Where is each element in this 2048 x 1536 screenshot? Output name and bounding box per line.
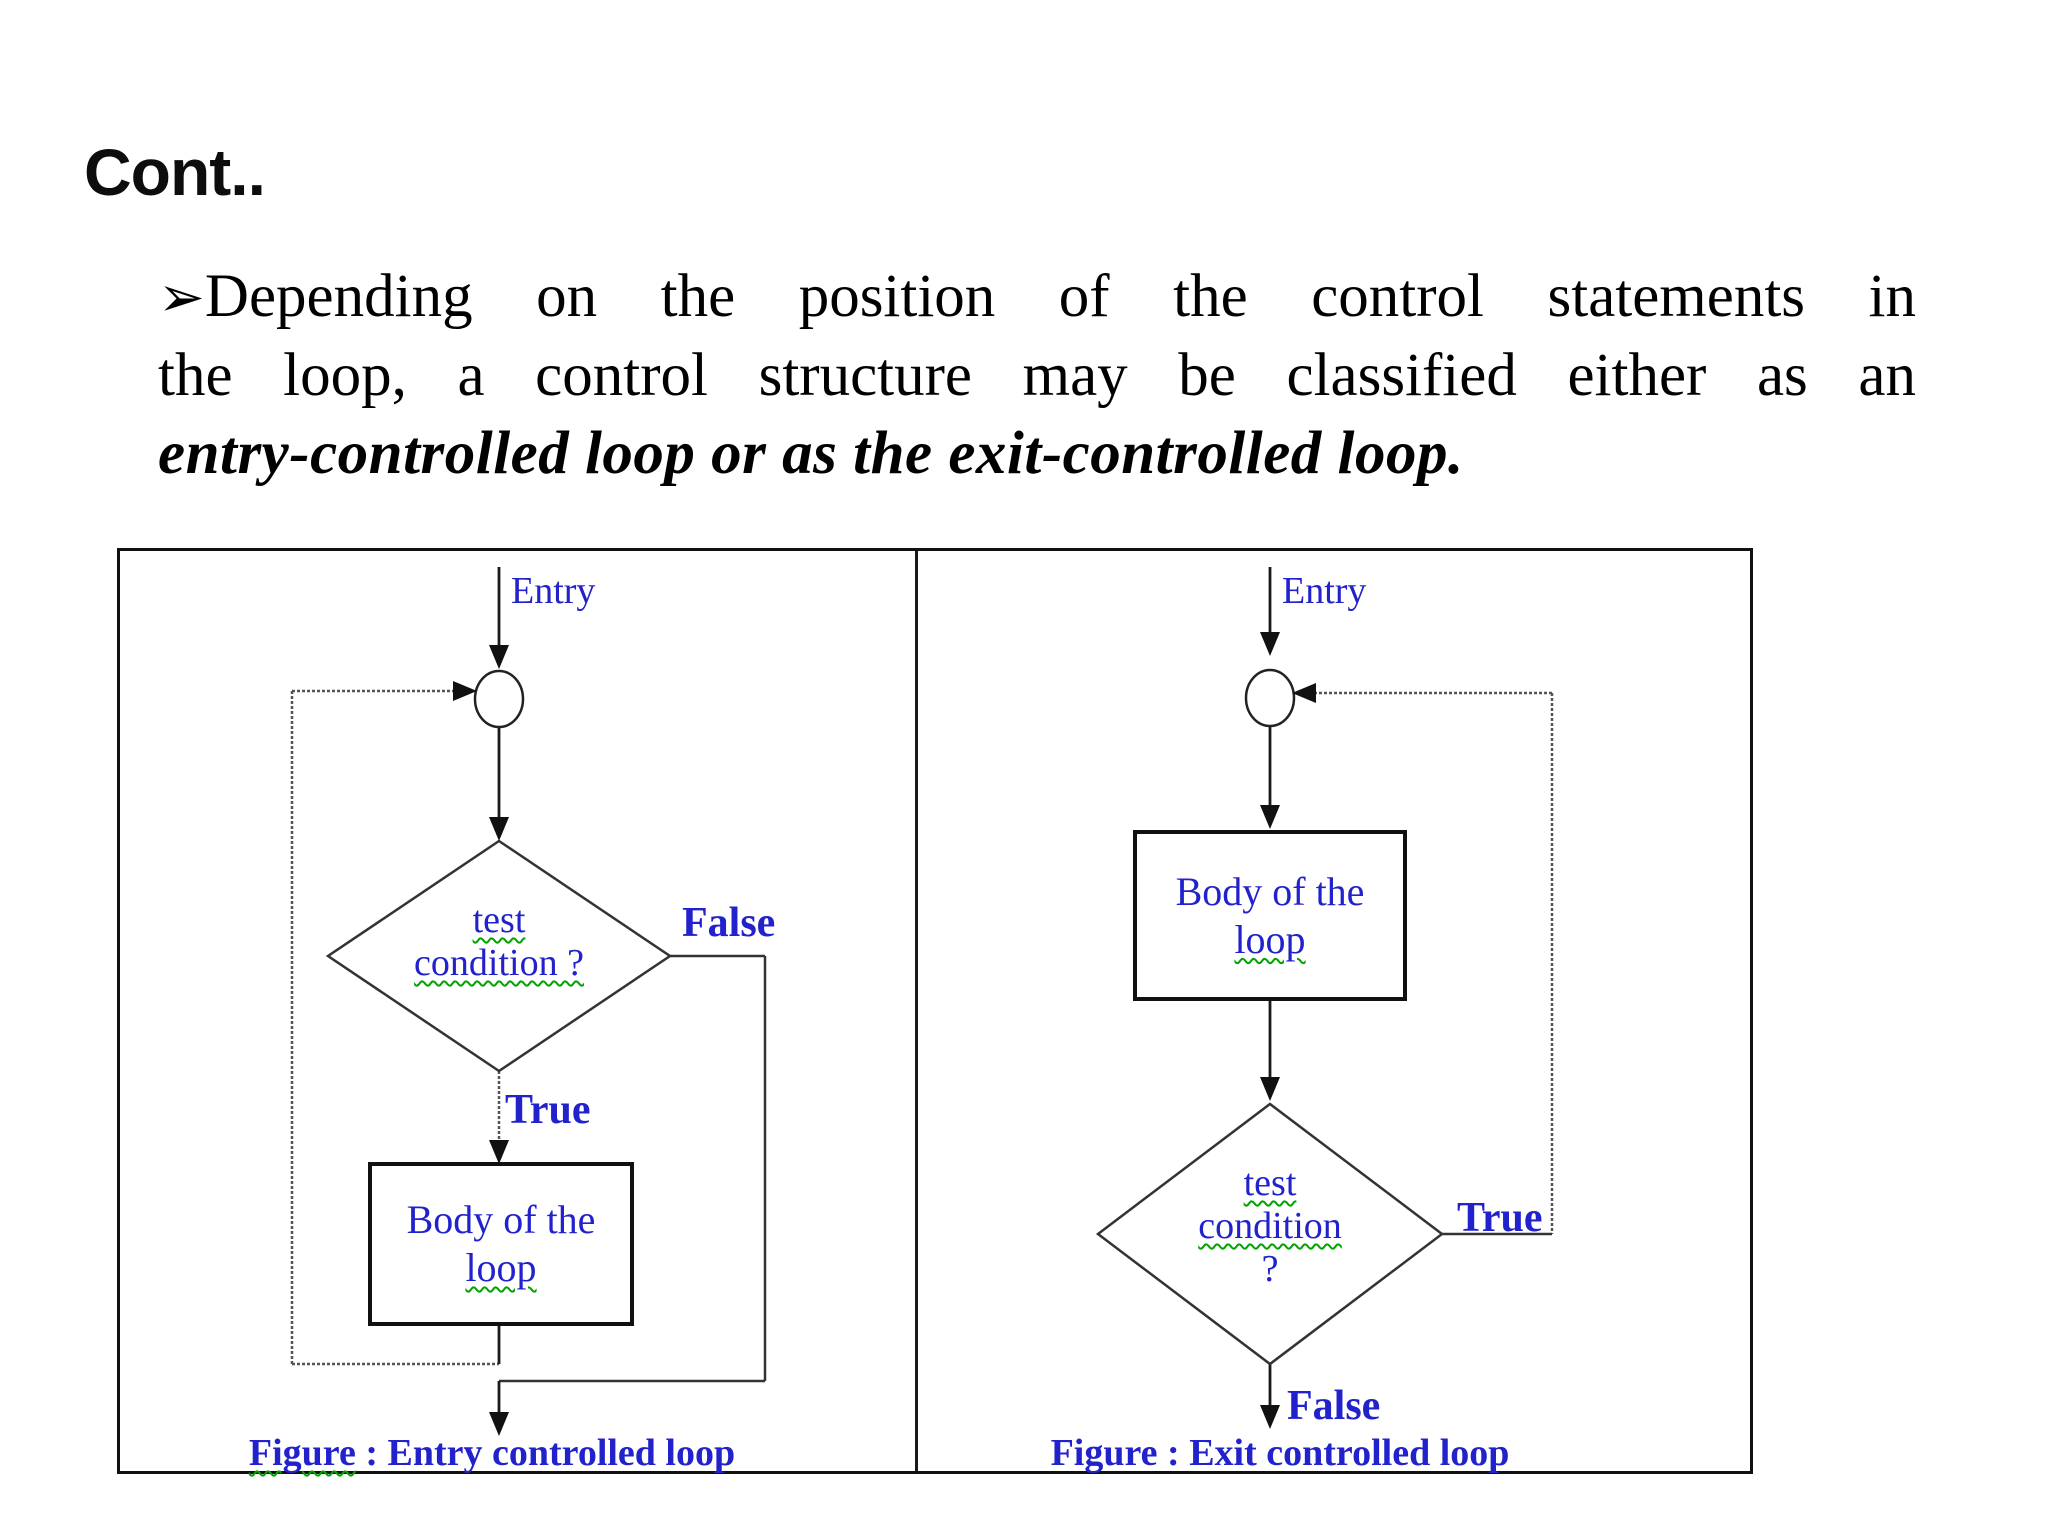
paragraph-line-1: ➢Depending on the position of the contro… [158,258,1916,337]
exit-loop-flowchart [1095,567,1554,1429]
false-label: False [682,900,776,946]
paragraph-line-3-emphasis: entry-controlled loop or as the exit-con… [158,420,1464,487]
loop-body-box [368,1162,634,1326]
paragraph-text-1: Depending on the position of the control… [204,263,1916,330]
flowchart-figure-panel: Entry test condition ? False True Body o… [117,548,1753,1474]
entry-loop-flowchart [290,567,767,1436]
entry-label: Entry [1282,570,1367,612]
loop-body-label: Body of the loop [406,1197,596,1290]
connector-circle [1244,668,1296,728]
test-condition-label-line3: ? [1261,1248,1279,1290]
flow-arrowheads [1260,632,1316,1429]
entry-loop-caption: Figure : Entry controlled loop [248,1432,736,1474]
connector-circle [473,669,525,729]
loop-body-box [1133,830,1407,1001]
test-condition-label-line2: condition ? [414,942,584,984]
test-condition-label-line1: test [472,899,526,941]
true-label: True [505,1087,591,1133]
body-paragraph: ➢Depending on the position of the contro… [158,258,1916,493]
flowcharts-svg [290,567,1554,1436]
false-branch-line [499,954,767,1383]
decision-diamond [325,839,673,1073]
entry-label: Entry [511,570,596,612]
false-label: False [1287,1383,1381,1429]
test-condition-label-line2: condition [1198,1205,1342,1247]
decision-diamond [1095,1102,1445,1366]
slide-title: Cont.. [84,135,266,209]
test-condition-label-line1: test [1243,1162,1297,1204]
flow-arrowheads [453,645,509,1436]
true-label: True [1457,1195,1543,1241]
figure-divider-line [915,551,918,1471]
loop-body-label: Body of the loop [1175,868,1365,962]
paragraph-line-2: the loop, a control structure may be cla… [158,342,1916,409]
exit-loop-caption: Figure : Exit controlled loop [1050,1432,1510,1474]
arrow-bullet-icon: ➢ [158,265,205,330]
